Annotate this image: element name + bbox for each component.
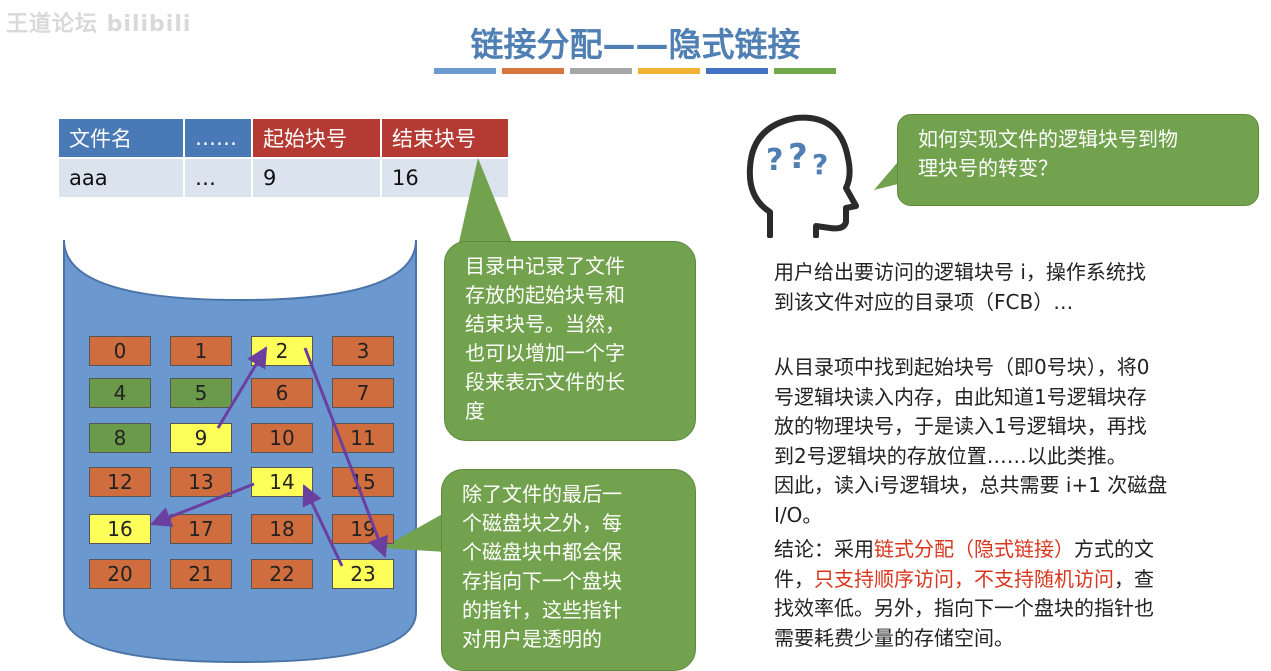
table-row: aaa … 9 16 (57, 157, 510, 199)
title-bar-5 (774, 68, 836, 74)
disk-block-3: 3 (332, 336, 394, 366)
pointer-note-line-5: 对用户是透明的 (462, 627, 602, 651)
svg-text:?: ? (812, 148, 828, 181)
pointer-note-line-3: 存指向下一个盘块 (462, 569, 622, 593)
conclusion-line-3: 找效率低。另外，指向下一个盘块的指针也 (774, 596, 1154, 620)
explanation-p2-line-3: 到2号逻辑块的存放位置……以此类推。 (774, 443, 1127, 468)
conclusion-paragraph: 结论：采用链式分配（隐式链接）方式的文 件，只支持顺序访问，不支持随机访问，查 … (774, 535, 1254, 653)
disk-block-6: 6 (251, 378, 313, 408)
disk-block-22: 22 (251, 559, 313, 589)
pointer-note-line-4: 的指针，这些指针 (462, 598, 622, 622)
title-bar-4 (706, 68, 768, 74)
disk-block-20: 20 (89, 559, 151, 589)
conclusion-line-1: 结论：采用链式分配（隐式链接）方式的文 (774, 535, 1254, 565)
disk-block-7: 7 (332, 378, 394, 408)
explanation-p2-line-1: 号逻辑块读入内存，由此知道1号逻辑块存 (774, 384, 1147, 409)
title-bar-2 (570, 68, 632, 74)
directory-note-line-4: 段来表示文件的长 (465, 370, 625, 394)
directory-note-line-0: 目录中记录了文件 (465, 254, 625, 278)
header-ellipsis: …… (183, 117, 253, 159)
disk-block-16: 16 (89, 514, 151, 544)
svg-text:?: ? (788, 137, 808, 177)
pointer-note-line-2: 个磁盘块中都会保 (462, 540, 622, 564)
header-end-block: 结束块号 (380, 117, 510, 159)
explanation-p2-line-5: I/O。 (774, 502, 823, 527)
question-line-1: 理块号的转变？ (918, 156, 1058, 180)
conclusion-highlight-method: 链式分配（隐式链接） (874, 537, 1074, 561)
question-line-0: 如何实现文件的逻辑块号到物 (918, 127, 1178, 151)
disk-block-17: 17 (170, 514, 232, 544)
cell-end-block: 16 (380, 157, 510, 199)
disk-block-13: 13 (170, 467, 232, 497)
conclusion-mid: 方式的文 (1074, 537, 1154, 561)
pointer-bubble-tail (382, 512, 446, 552)
directory-note-line-5: 度 (465, 399, 485, 423)
explanation-paragraph-1: 用户给出要访问的逻辑块号 i，操作系统找到该文件对应的目录项（FCB）… (774, 258, 1254, 317)
pointer-note-line-1: 个磁盘块之外，每 (462, 511, 622, 535)
conclusion-line-4: 需要耗费少量的存储空间。 (774, 625, 1014, 650)
disk-block-4: 4 (89, 378, 151, 408)
explanation-p1-line-0: 用户给出要访问的逻辑块号 i，操作系统找 (774, 260, 1146, 284)
disk-block-0: 0 (89, 336, 151, 366)
disk-block-8: 8 (89, 423, 151, 453)
arrow-2-to-23 (303, 347, 389, 558)
disk-block-9: 9 (170, 423, 232, 453)
thinking-head-icon: ? ? ? (746, 114, 859, 238)
question-bubble: 如何实现文件的逻辑块号到物理块号的转变？ (897, 114, 1259, 206)
conclusion-line2-suffix: ，查 (1114, 566, 1154, 591)
title-bar-0 (434, 68, 496, 74)
directory-table-header: 文件名 …… 起始块号 结束块号 (57, 117, 510, 159)
explanation-p1-line-1: 到该文件对应的目录项（FCB）… (774, 289, 1074, 314)
conclusion-line-2: 件，只支持顺序访问，不支持随机访问，查 (774, 565, 1254, 595)
directory-note-line-1: 存放的起始块号和 (465, 283, 625, 307)
cell-filename: aaa (57, 157, 185, 199)
slide-title: 链接分配——隐式链接 (470, 25, 801, 64)
pointer-note-line-0: 除了文件的最后一 (462, 482, 622, 506)
disk-block-1: 1 (170, 336, 232, 366)
svg-text:?: ? (766, 143, 783, 178)
disk-block-18: 18 (251, 514, 313, 544)
pointer-note-bubble: 除了文件的最后一个磁盘块之外，每个磁盘块中都会保存指向下一个盘块的指针，这些指针… (441, 469, 696, 671)
disk-block-12: 12 (89, 467, 151, 497)
watermark: 王道论坛 bilibili (6, 12, 192, 37)
title-bar-3 (638, 68, 700, 74)
directory-note-bubble: 目录中记录了文件存放的起始块号和结束块号。当然， 也可以增加一个字段来表示文件的长… (444, 241, 696, 441)
explanation-p2-line-0: 从目录项中找到起始块号（即0号块），将0 (774, 355, 1150, 379)
cell-start-block: 9 (251, 157, 382, 199)
disk-block-23: 23 (332, 559, 394, 589)
conclusion-prefix: 结论：采用 (774, 537, 874, 561)
header-start-block: 起始块号 (251, 117, 382, 159)
directory-note-line-2: 结束块号。当然， (465, 312, 625, 336)
header-filename: 文件名 (57, 117, 185, 159)
explanation-paragraph-2: 从目录项中找到起始块号（即0号块），将0 号逻辑块读入内存，由此知道1号逻辑块存放… (774, 353, 1254, 530)
arrow-23-to-14 (302, 484, 344, 567)
arrow-14-to-16 (150, 482, 255, 527)
disk-block-21: 21 (170, 559, 232, 589)
disk-block-10: 10 (251, 423, 313, 453)
disk-cylinder (63, 239, 417, 664)
explanation-p2-line-2: 放的物理块号，于是读入1号逻辑块，再找 (774, 414, 1147, 438)
conclusion-highlight-access: 只支持顺序访问，不支持随机访问 (814, 566, 1114, 591)
disk-block-5: 5 (170, 378, 232, 408)
arrow-9-to-2 (216, 346, 268, 429)
title-bar-1 (502, 68, 564, 74)
cell-ellipsis: … (183, 157, 253, 199)
directory-note-line-3: 也可以增加一个字 (465, 341, 625, 365)
directory-table: 文件名 …… 起始块号 结束块号 aaa … 9 16 (57, 117, 510, 199)
explanation-p2-line-4: 因此，读入i号逻辑块，总共需要 i+1 次磁盘 (774, 473, 1168, 497)
conclusion-line2-prefix: 件， (774, 566, 814, 591)
